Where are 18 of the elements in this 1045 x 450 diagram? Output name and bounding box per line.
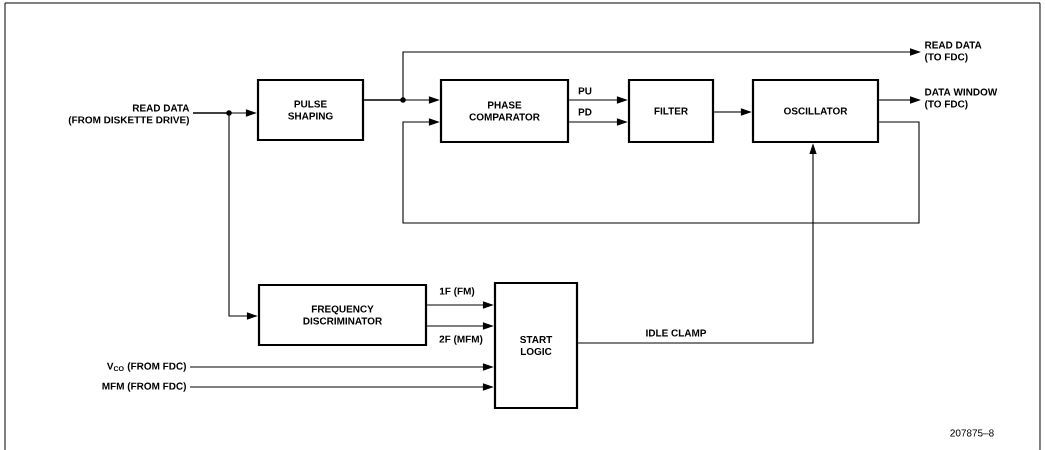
edge-label: PD <box>577 107 593 117</box>
signal-label: DATA WINDOW (TO FDC) <box>925 88 998 110</box>
signal-label: READ DATA (TO FDC) <box>925 41 982 63</box>
block-box: PULSE SHAPING <box>256 78 365 142</box>
block-box: FILTER <box>627 78 715 144</box>
figure-number: 207875–8 <box>950 429 994 437</box>
edge-label: 1F (FM) <box>438 286 476 298</box>
block-box: START LOGIC <box>493 281 579 410</box>
edge-label: 2F (MFM) <box>438 334 484 346</box>
block-box: OSCILLATOR <box>751 78 880 144</box>
block-box: PHASE COMPARATOR <box>439 78 570 144</box>
edge-label: IDLE CLAMP <box>644 328 708 338</box>
arrow <box>402 118 920 224</box>
signal-label: MFM (FROM FDC) <box>102 382 186 392</box>
signal-label: V$_{CO}$ (FROM FDC) <box>106 362 186 372</box>
block-box: FREQUENCY DISCRIMINATOR <box>257 283 428 347</box>
signal-label: READ DATA (FROM DISKETTE DRIVE) <box>68 104 190 126</box>
edge-label: PU <box>577 86 593 96</box>
